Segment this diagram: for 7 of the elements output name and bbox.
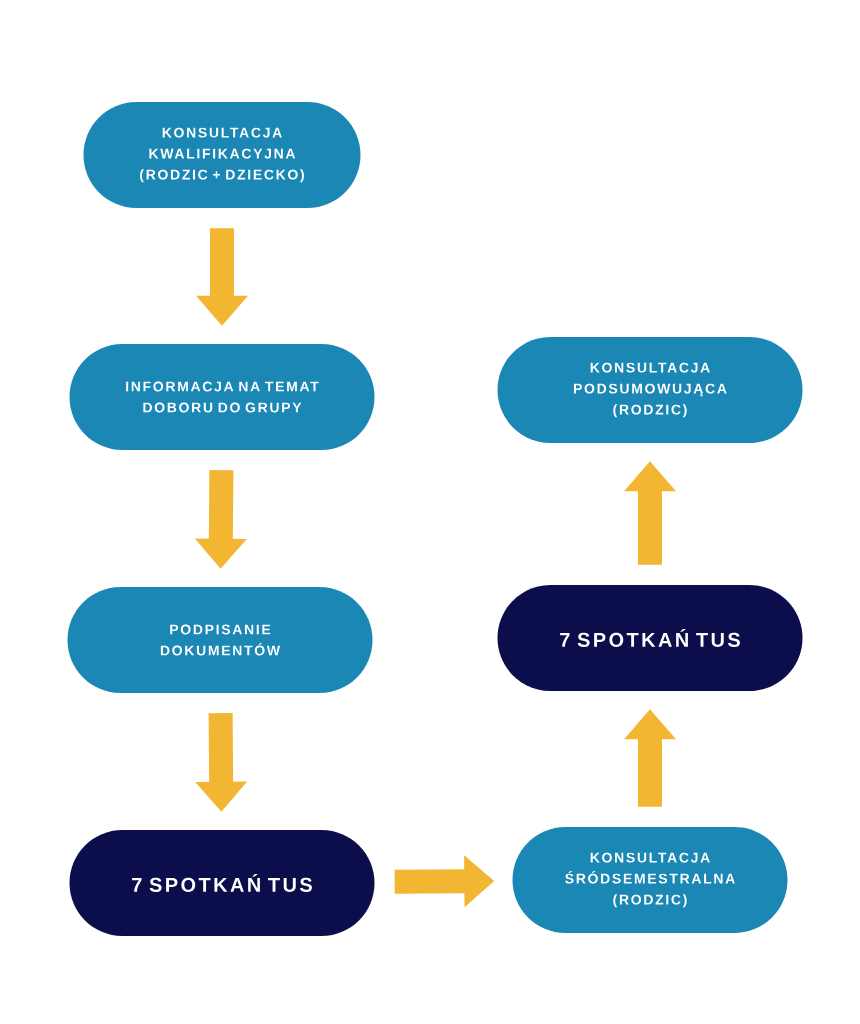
step-pill: 7 SPOTKAŃ TUS — [497, 585, 803, 691]
step-pill: KONSULTACJA PODSUMOWUJĄCA (RODZIC) — [497, 337, 803, 443]
step-pill: 7 SPOTKAŃ TUS — [69, 830, 375, 936]
step-pill: KONSULTACJA ŚRÓDSEMESTRALNA (RODZIC) — [512, 827, 788, 933]
step-pill: KONSULTACJA KWALIFIKACYJNA (RODZIC + DZIECKO) — [83, 102, 361, 208]
step-pill: INFORMACJA NA TEMAT DOBORU DO GRUPY — [69, 344, 375, 450]
step-pill: PODPISANIE DOKUMENTÓW — [67, 587, 373, 693]
